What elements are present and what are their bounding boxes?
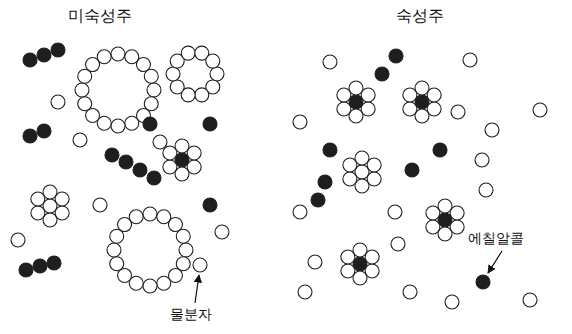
ethanol-molecule (133, 163, 147, 177)
water-molecule (391, 237, 405, 251)
callout-label: 에칠알콜 (468, 230, 524, 247)
water-molecule (450, 206, 464, 220)
water-molecule (110, 257, 124, 271)
water-molecule (426, 220, 440, 234)
leader-line (195, 275, 199, 303)
water-molecule (181, 46, 195, 60)
water-molecule (463, 53, 477, 67)
water-molecule (533, 103, 547, 117)
water-molecule (293, 115, 307, 129)
water-molecule (78, 97, 92, 111)
water-molecule (176, 229, 190, 243)
ethanol-molecule (47, 256, 61, 270)
water-molecule (147, 83, 161, 97)
water-molecule (157, 276, 171, 290)
water-molecule (210, 67, 224, 81)
water-molecule (365, 250, 379, 264)
water-molecule (323, 55, 337, 69)
water-molecule (206, 54, 220, 68)
ethanol-molecule (433, 143, 447, 157)
ethanol-molecule (323, 143, 337, 157)
water-molecule (193, 258, 207, 272)
ethanol-molecule (405, 163, 419, 177)
ethanol-molecule (105, 148, 119, 162)
water-molecule (195, 88, 209, 102)
water-molecule (143, 207, 157, 221)
water-molecule (170, 80, 184, 94)
water-molecule (75, 83, 89, 97)
water-molecule (125, 116, 139, 130)
water-molecule (144, 69, 158, 83)
molecule-group (11, 43, 547, 309)
water-molecule (111, 119, 125, 133)
water-molecule (403, 102, 417, 116)
water-molecule (73, 133, 87, 147)
ethanol-molecule (119, 155, 133, 169)
water-molecule (163, 160, 177, 174)
water-molecule (215, 225, 229, 239)
panel-title: 숙성주 (396, 6, 444, 25)
ethanol-molecule (318, 175, 332, 189)
water-molecule (107, 243, 121, 257)
ethanol-molecule (51, 43, 65, 57)
water-molecule (129, 210, 143, 224)
water-molecule (93, 198, 107, 212)
water-molecule (293, 205, 307, 219)
water-molecule (31, 206, 45, 220)
ethanol-molecule (37, 48, 51, 62)
ethanol-molecule (389, 49, 403, 63)
water-molecule (367, 158, 381, 172)
leader-line (488, 251, 502, 273)
water-molecule (298, 285, 312, 299)
water-molecule (111, 47, 125, 61)
water-molecule (451, 105, 465, 119)
water-molecule (427, 88, 441, 102)
water-molecule (445, 295, 459, 309)
ethanol-molecule (203, 198, 217, 212)
water-molecule (97, 50, 111, 64)
ethanol-molecule (23, 129, 37, 143)
water-molecule (343, 172, 357, 186)
panel-title: 미숙성주 (68, 6, 132, 25)
water-molecule (361, 88, 375, 102)
water-molecule (308, 255, 322, 269)
water-molecule (337, 102, 351, 116)
water-molecule (475, 153, 489, 167)
water-molecule (51, 95, 65, 109)
water-molecule (166, 67, 180, 81)
ethanol-molecule (311, 193, 325, 207)
water-molecule (403, 285, 417, 299)
ethanol-molecule (203, 117, 217, 131)
ethanol-molecule (375, 67, 389, 81)
water-molecule (341, 264, 355, 278)
water-molecule (153, 135, 167, 149)
ethanol-molecule (476, 275, 490, 289)
water-molecule (187, 146, 201, 160)
callout-label: 물분자 (170, 306, 212, 323)
water-molecule (388, 205, 402, 219)
water-molecule (479, 183, 493, 197)
water-molecule (55, 192, 69, 206)
water-molecule (523, 293, 537, 307)
ethanol-molecule (19, 263, 33, 277)
water-molecule (143, 279, 157, 293)
water-molecule (179, 243, 193, 257)
water-molecule (11, 233, 25, 247)
ethanol-molecule (37, 124, 51, 138)
ethanol-molecule (147, 171, 161, 185)
water-molecule (485, 123, 499, 137)
ethanol-molecule (23, 53, 37, 67)
ethanol-molecule (143, 117, 157, 131)
ethanol-molecule (33, 259, 47, 273)
